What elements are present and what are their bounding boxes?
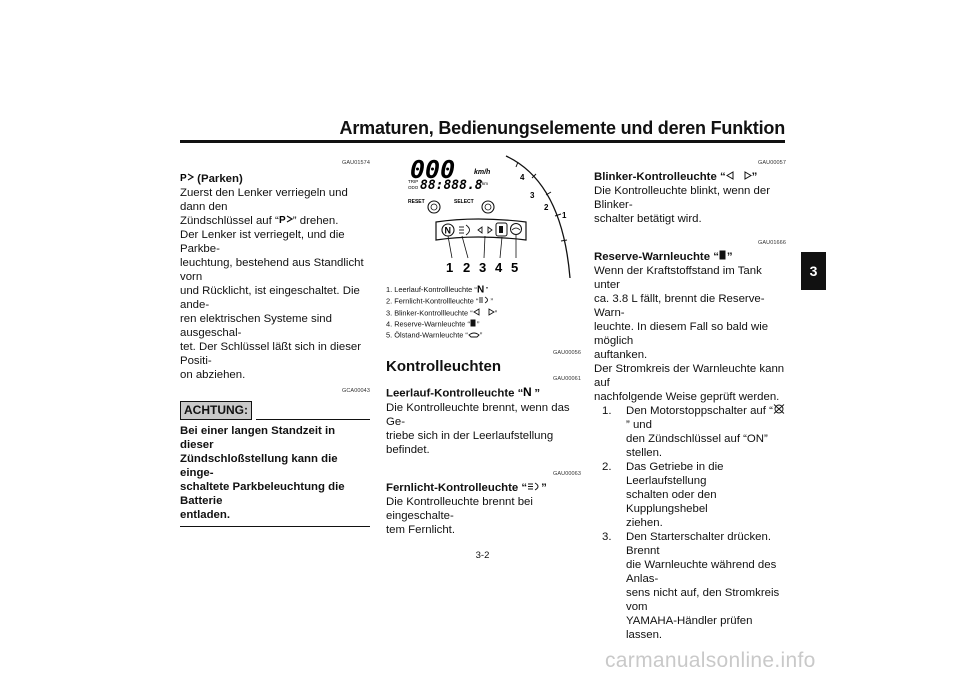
left-column: GAU01574 P (Parken) Zuerst den Lenker ve… — [180, 156, 370, 528]
fuel-text-line: Der Stromkreis der Warnleuchte kann auf — [594, 363, 785, 390]
fuel-light-icon — [495, 222, 508, 237]
middle-text-column: GAU00056 Kontrolleuchten GAU00061 Leerla… — [386, 346, 581, 537]
turn-text-line: Die Kontrolleuchte blinkt, wenn der Blin… — [594, 185, 771, 212]
fuel-text-line: auftanken. — [594, 349, 648, 362]
neutral-text-line: triebe sich in der Leerlaufstellung befi… — [386, 430, 554, 456]
right-column: GAU00057 Blinker-Kontrolleuchte “” Die K… — [594, 156, 786, 642]
tachometer-arc — [505, 155, 571, 278]
callout-number: 5 — [511, 260, 518, 275]
odo-label: ODO — [408, 185, 419, 190]
legend-item: 1. Leerlauf-Kontrollleuchte “N” — [386, 284, 581, 296]
indicator-strip — [435, 218, 527, 241]
neutral-icon: N — [477, 284, 486, 296]
turn-signal-light-icon — [477, 226, 493, 234]
fuel-icon — [719, 250, 727, 264]
park-text-line: on abziehen. — [180, 369, 246, 382]
svg-text:N: N — [477, 285, 484, 294]
page-number: 3-2 — [475, 550, 490, 561]
park-text-line: tet. Der Schlüssel läßt sich in dieser P… — [180, 341, 362, 368]
high-beam-light-icon — [459, 224, 470, 236]
turn-heading: Blinker-Kontrolleuchte “” — [594, 170, 758, 184]
speed-unit: km/h — [474, 169, 490, 176]
select-knob — [481, 200, 495, 214]
legend-item: 5. Ölstand-Warnleuchte “” — [386, 330, 483, 341]
tach-label: 1 — [562, 211, 567, 220]
caution-header: ACHTUNG: — [180, 401, 370, 421]
svg-text:N: N — [445, 226, 452, 236]
callout-number: 1 — [446, 260, 453, 275]
tach-label: 3 — [530, 191, 535, 200]
watermark: carmanualsonline.info — [605, 649, 816, 672]
caution-bottom-rule — [180, 526, 370, 528]
doc-code: GAU01574 — [341, 160, 370, 166]
trip-label: TRIP — [408, 179, 418, 184]
doc-code: GCA00043 — [341, 388, 370, 395]
page-header-title: Armaturen, Bedienungselemente und deren … — [339, 118, 786, 138]
turn-signal-icon — [472, 307, 495, 319]
doc-code: GAU00063 — [552, 471, 581, 477]
fuel-text-line: nachfolgende Weise geprüft werden. — [594, 391, 780, 404]
speed-digits: 000 — [410, 155, 455, 184]
caution-text: Bei einer langen Standzeit in dieser Zün… — [180, 425, 345, 522]
callout-number: 4 — [495, 260, 503, 275]
svg-text:P: P — [180, 173, 187, 182]
callout-number: 3 — [479, 260, 486, 275]
park-text-line: Zündschlüssel auf “P” drehen. — [180, 214, 339, 228]
reset-label: RESET — [408, 199, 425, 205]
fuel-icon — [470, 319, 477, 330]
turn-text-line: schalter betätigt wird. — [594, 213, 702, 226]
park-icon: P — [180, 172, 195, 186]
select-label: SELECT — [454, 199, 474, 205]
figure-legend: 1. Leerlauf-Kontrollleuchte “N” 2. Fernl… — [386, 284, 581, 341]
chapter-tab: 3 — [801, 252, 826, 290]
park-heading: P (Parken) — [180, 172, 243, 186]
highbeam-heading: Fernlicht-Kontrolleuchte “” — [386, 481, 547, 495]
legend-item: 4. Reserve-Warnleuchte “” — [386, 319, 480, 330]
caution-label: ACHTUNG: — [180, 401, 252, 421]
instrument-panel-illustration: 4 3 2 1 000 km/h TRIP ODO 88:888.8 km RE… — [386, 152, 580, 278]
highbeam-text-line: tem Fernlicht. — [386, 524, 455, 537]
park-text-line: leuchtung, bestehend aus Standlicht vorn — [180, 257, 364, 284]
odo-unit: km — [482, 181, 488, 186]
oil-light-icon — [510, 223, 522, 235]
header-rule — [180, 140, 785, 143]
doc-code: GAU00056 — [552, 350, 581, 356]
callout-number: 2 — [463, 260, 470, 275]
fuel-text-line: leuchte. In diesem Fall so bald wie mögl… — [594, 321, 769, 348]
reset-knob — [427, 200, 441, 214]
legend-item: 3. Blinker-Kontrollleuchte “” — [386, 307, 498, 319]
park-text-line: und Rücklicht, ist eingeschaltet. Die an… — [180, 285, 360, 312]
doc-code: GAU00057 — [757, 160, 786, 166]
park-text-line: Der Lenker ist verriegelt, und die Parkb… — [180, 229, 345, 256]
park-text-line: ren elektrischen Systeme sind ausgeschal… — [180, 313, 332, 340]
neutral-text-line: Die Kontrolleuchte brennt, wenn das Ge- — [386, 402, 570, 428]
neutral-icon: N — [523, 385, 534, 401]
oil-icon — [468, 330, 480, 341]
park-text-line: Zuerst den Lenker verriegeln und dann de… — [180, 187, 348, 214]
neutral-heading: Leerlauf-Kontrolleuchte “N” — [386, 385, 541, 401]
section-title: Kontrolleuchten — [386, 358, 501, 375]
doc-code: GAU01666 — [757, 240, 786, 247]
fuel-heading: Reserve-Warnleuchte “” — [594, 250, 733, 264]
tach-label: 2 — [544, 203, 549, 212]
turn-signal-icon — [725, 170, 752, 184]
svg-text:P: P — [279, 215, 286, 224]
legend-item: 2. Fernlicht-Kontrollleuchte “” — [386, 296, 493, 307]
engine-stop-icon — [773, 404, 785, 418]
high-beam-icon — [478, 296, 490, 307]
caution-rule — [256, 419, 370, 421]
odometer-digits: 88:888.8 — [420, 178, 483, 193]
fuel-text-line: Wenn der Kraftstoffstand im Tank unter — [594, 265, 762, 292]
svg-text:N: N — [523, 386, 532, 397]
doc-code: GAU00061 — [552, 376, 581, 382]
park-icon: P — [279, 214, 293, 228]
tach-label: 4 — [520, 173, 525, 182]
fuel-text-line: ca. 3.8 L fällt, brennt die Reserve-Warn… — [594, 293, 765, 320]
high-beam-icon — [527, 481, 541, 495]
highbeam-text-line: Die Kontrolleuchte brennt bei eingeschal… — [386, 496, 533, 523]
